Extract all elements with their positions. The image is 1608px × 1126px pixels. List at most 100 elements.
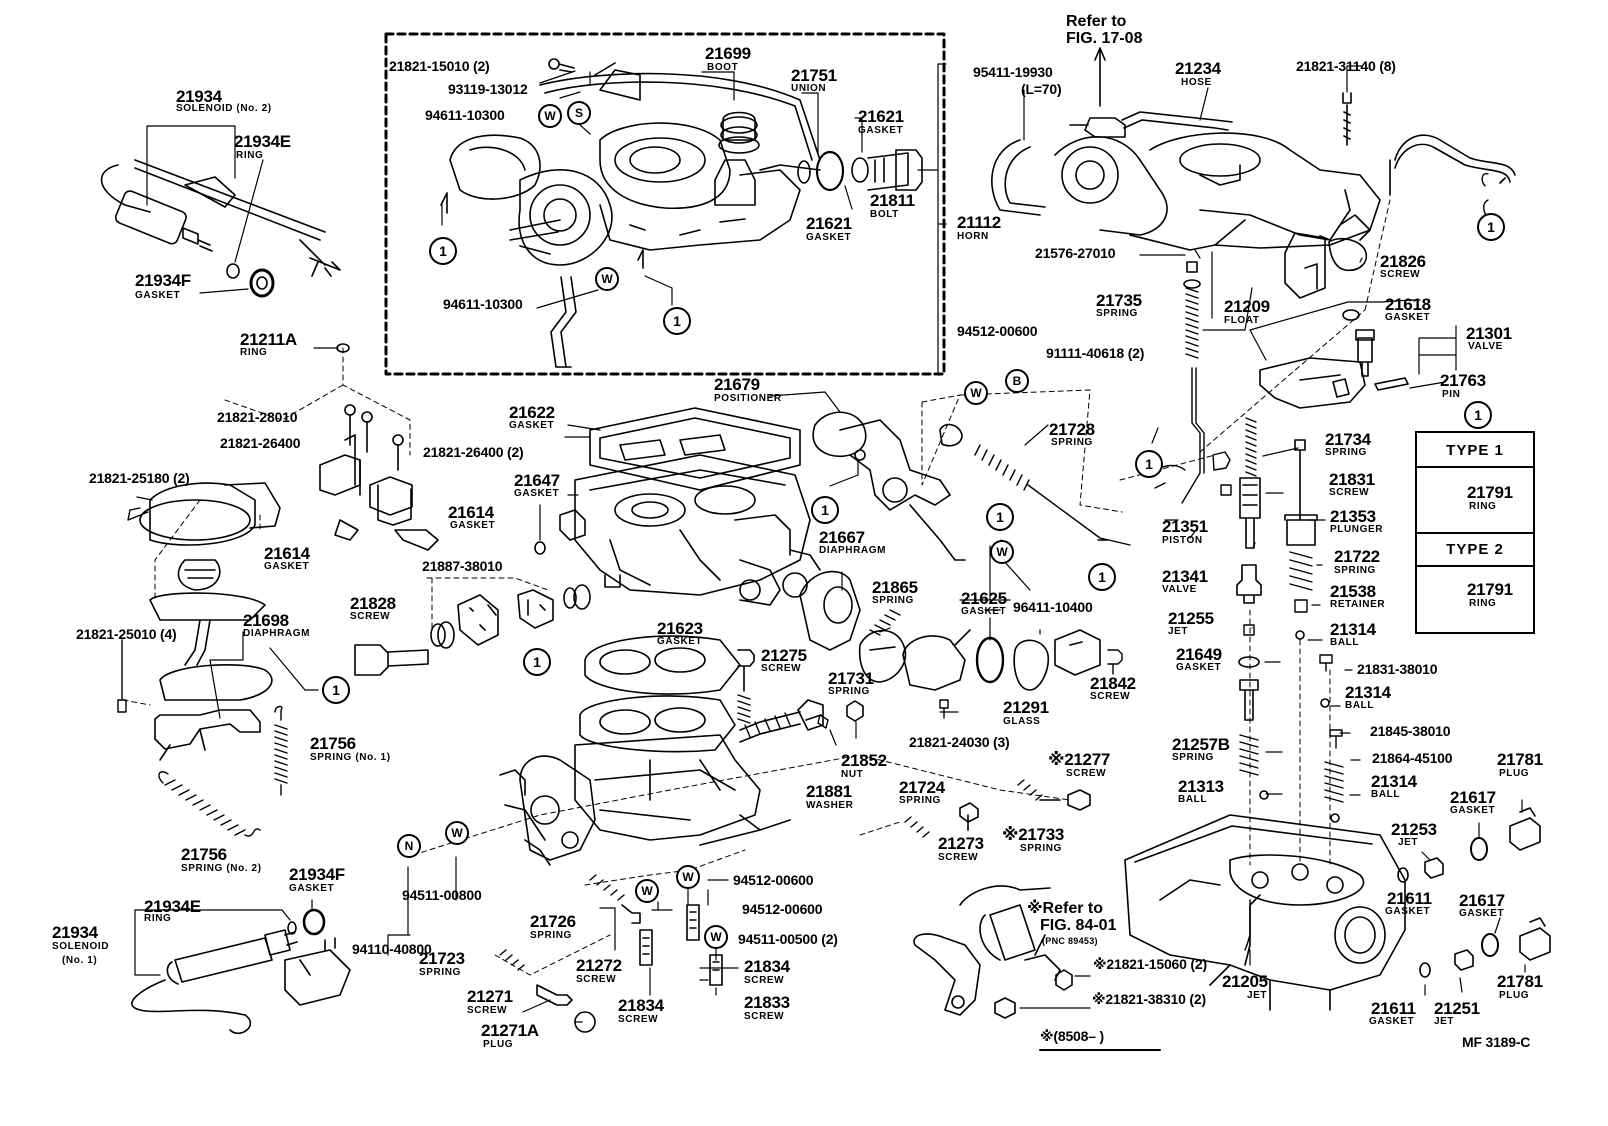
part-name-spring-no2: SPRING (No. 2) <box>181 863 262 874</box>
part-name-spring-21724: SPRING <box>899 795 941 806</box>
part-number-21698: 21698 <box>243 611 289 630</box>
refer-fig-84-01: FIG. 84-01 <box>1040 917 1117 934</box>
part-name-no1: (No. 1) <box>62 955 98 966</box>
part-number-21842: 21842 <box>1090 674 1136 693</box>
part-number-21724: 21724 <box>899 778 945 797</box>
part-name-spring-21728: SPRING <box>1051 437 1093 448</box>
part-name-jet-21205: JET <box>1247 990 1268 1001</box>
part-name-positioner: POSITIONER <box>714 393 782 404</box>
part-number-21625: 21625 <box>961 589 1007 608</box>
part-number-21834-b: 21834 <box>744 957 790 976</box>
part-number-21621-b: 21621 <box>806 214 852 233</box>
date-range-note: ※(8508– ) <box>1040 1028 1104 1044</box>
part-name-ring-21791-type1: RING <box>1469 501 1497 512</box>
part-number-21209: 21209 <box>1224 297 1270 316</box>
type-legend-divider-3 <box>1417 565 1533 567</box>
pnc-number: (PNC 89453) <box>1042 936 1098 946</box>
part-number-94512-00600-b: 94512-00600 <box>742 901 823 917</box>
part-number-21828: 21828 <box>350 594 396 613</box>
part-name-gasket-21934f-top: GASKET <box>135 290 181 301</box>
part-number-21781-a: 21781 <box>1497 750 1543 769</box>
part-name-jet-21253: JET <box>1398 837 1419 848</box>
part-number-21291: 21291 <box>1003 698 1049 717</box>
solenoid-no2-drawing <box>100 159 341 277</box>
part-number-21614-a: 21614 <box>448 503 494 522</box>
throttle-body-lower-drawing <box>499 635 824 866</box>
part-number-21647: 21647 <box>514 471 560 490</box>
part-number-21887-38010: 21887-38010 <box>422 558 503 574</box>
part-number-21756-b: 21756 <box>181 845 227 864</box>
part-number-21275: 21275 <box>761 646 807 665</box>
part-number-91111-40618: 91111-40618 (2) <box>1046 345 1145 361</box>
part-number-21864-45100: 21864-45100 <box>1372 750 1453 766</box>
part-name-screw-21834-a: SCREW <box>618 1014 659 1025</box>
length-l70: (L=70) <box>1021 81 1062 97</box>
part-name-jet-21251: JET <box>1434 1016 1455 1027</box>
callout-1: 1 <box>1135 450 1163 478</box>
part-number-21272: 21272 <box>576 956 622 975</box>
part-number-21623: 21623 <box>657 619 703 638</box>
assembly-group-box <box>384 32 946 376</box>
part-number-21353: 21353 <box>1330 507 1376 526</box>
part-name-gasket-21647: GASKET <box>514 488 560 499</box>
callout-1: 1 <box>1477 213 1505 241</box>
part-number-21934e-bottom: 21934E <box>144 897 201 916</box>
part-name-valve-21301: VALVE <box>1468 341 1503 352</box>
callout-1: 1 <box>663 307 691 335</box>
part-name-screw-21272: SCREW <box>576 974 617 985</box>
part-name-gasket-21621-b: GASKET <box>806 232 852 243</box>
callout-s: S <box>567 101 591 125</box>
part-name-gasket-21649: GASKET <box>1176 662 1222 673</box>
part-number-21821-38310: ※21821-38310 (2) <box>1092 991 1206 1007</box>
part-number-21845-38010: 21845-38010 <box>1370 723 1451 739</box>
part-number-21734: 21734 <box>1325 430 1371 449</box>
part-number-93119-13012: 93119-13012 <box>448 81 528 97</box>
solenoid-no1-drawing <box>131 929 351 1035</box>
part-number-21726: 21726 <box>530 912 576 931</box>
part-number-21538: 21538 <box>1330 582 1376 601</box>
part-number-21205: 21205 <box>1222 972 1268 991</box>
part-number-21934-top: 21934 <box>176 87 222 106</box>
part-name-pin: PIN <box>1442 389 1461 400</box>
part-name-ring-21934e-bottom: RING <box>144 913 172 924</box>
part-number-21831-38010: 21831-38010 <box>1357 661 1438 677</box>
part-number-21679: 21679 <box>714 375 760 394</box>
part-name-ball-21314-c: BALL <box>1371 789 1401 800</box>
part-name-gasket-21617-a: GASKET <box>1450 805 1496 816</box>
part-name-screw-21831: SCREW <box>1329 487 1370 498</box>
part-number-21834-a: 21834 <box>618 996 664 1015</box>
part-number-21313: 21313 <box>1178 777 1224 796</box>
part-number-21821-25180: 21821-25180 (2) <box>89 470 190 486</box>
part-number-21821-24030: 21821-24030 (3) <box>909 734 1010 750</box>
callout-b: B <box>1005 369 1029 393</box>
part-name-spring-21734: SPRING <box>1325 447 1367 458</box>
part-number-94511-00800: 94511-00800 <box>402 887 482 903</box>
part-name-valve-21341: VALVE <box>1162 584 1197 595</box>
part-number-21622: 21622 <box>509 403 555 422</box>
callout-w: W <box>964 381 988 405</box>
part-number-21934f-top: 21934F <box>135 271 191 290</box>
part-number-21699: 21699 <box>705 44 751 63</box>
part-name-plunger: PLUNGER <box>1330 524 1384 535</box>
part-number-21234: 21234 <box>1175 59 1221 78</box>
callout-1: 1 <box>986 503 1014 531</box>
part-number-21763: 21763 <box>1440 371 1486 390</box>
part-number-21314-b: 21314 <box>1345 683 1391 702</box>
part-number-21255: 21255 <box>1168 609 1214 628</box>
part-name-spring-21723: SPRING <box>419 967 461 978</box>
part-number-21821-15060: ※21821-15060 (2) <box>1093 956 1207 972</box>
part-number-21351: 21351 <box>1162 517 1208 536</box>
part-number-21821-31140: 21821-31140 (8) <box>1296 58 1396 74</box>
part-name-piston: PISTON <box>1162 535 1203 546</box>
part-name-jet-21255: JET <box>1168 626 1189 637</box>
part-name-gasket-21934f-bottom: GASKET <box>289 883 335 894</box>
positioner-drawing <box>812 411 966 561</box>
part-number-21831: 21831 <box>1329 470 1375 489</box>
part-number-21576-27010: 21576-27010 <box>1035 245 1116 261</box>
part-name-screw-21271: SCREW <box>467 1005 508 1016</box>
part-number-94110-40800: 94110-40800 <box>352 941 432 957</box>
part-name-gasket-21611-b: GASKET <box>1369 1016 1415 1027</box>
part-number-21277: ※21277 <box>1048 750 1110 769</box>
part-name-washer: WASHER <box>806 800 854 811</box>
part-number-21791-type1: 21791 <box>1467 483 1513 502</box>
